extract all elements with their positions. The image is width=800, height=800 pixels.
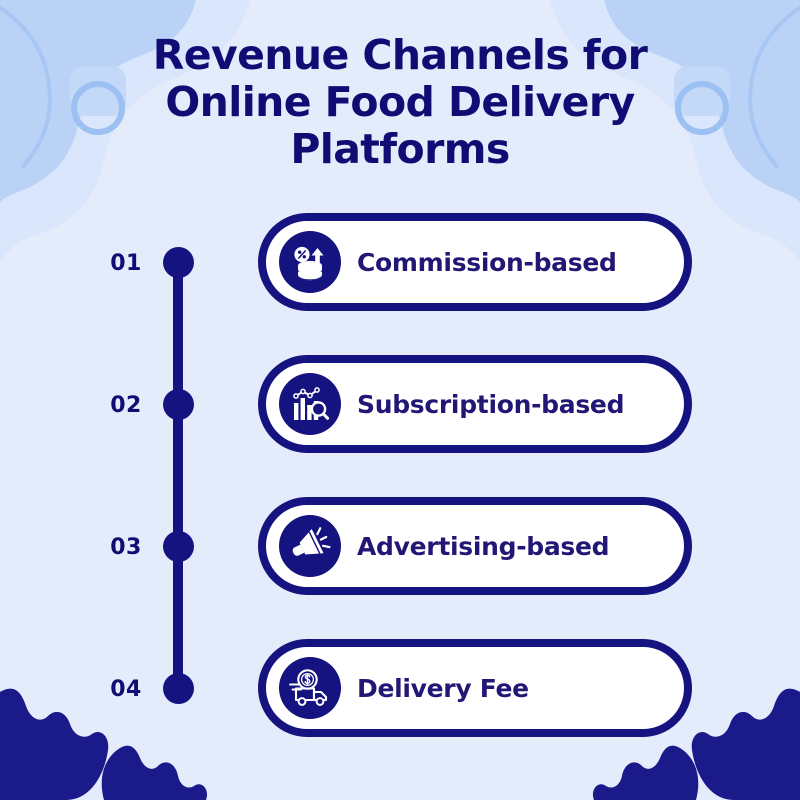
top-right-arc [748, 5, 800, 170]
list-item-advertising-based[interactable]: Advertising-based [258, 497, 692, 595]
timeline-node-03 [163, 531, 194, 562]
timeline: 01 02 03 04 [100, 200, 210, 720]
list-item-label: Subscription-based [357, 389, 625, 419]
coins-percent-arrow-icon [279, 231, 341, 293]
list-item-label: Commission-based [357, 247, 617, 277]
list-item-label: Advertising-based [357, 531, 610, 561]
list-item-commission-based[interactable]: Commission-based [258, 213, 692, 311]
bottom-right-leaves [592, 688, 800, 800]
timeline-node-02 [163, 389, 194, 420]
list-item-delivery-fee[interactable]: Delivery Fee [258, 639, 692, 737]
timeline-number-04: 04 [110, 677, 142, 702]
top-right-ring-cap [674, 66, 730, 116]
timeline-node-04 [163, 673, 194, 704]
delivery-truck-dollar-icon [279, 657, 341, 719]
timeline-node-01 [163, 247, 194, 278]
top-left-ring-cap [70, 66, 126, 116]
page-title: Revenue Channels for Online Food Deliver… [100, 32, 700, 173]
timeline-number-02: 02 [110, 393, 142, 418]
megaphone-icon [279, 515, 341, 577]
list-item-label: Delivery Fee [357, 673, 529, 703]
top-right-blue-wave [604, 0, 800, 202]
timeline-number-03: 03 [110, 535, 142, 560]
list-item-subscription-based[interactable]: Subscription-based [258, 355, 692, 453]
timeline-track [173, 262, 183, 690]
title-line-3: Platforms [290, 125, 510, 173]
top-left-arc [0, 5, 52, 170]
timeline-number-01: 01 [110, 251, 142, 276]
bar-chart-magnifier-icon [279, 373, 341, 435]
title-line-2: Online Food Delivery [165, 78, 635, 126]
top-left-blue-wave [0, 0, 196, 202]
title-line-1: Revenue Channels for [152, 31, 648, 79]
top-right-ring-icon [675, 81, 729, 135]
top-left-ring-icon [71, 81, 125, 135]
bottom-left-leaves [0, 688, 208, 800]
